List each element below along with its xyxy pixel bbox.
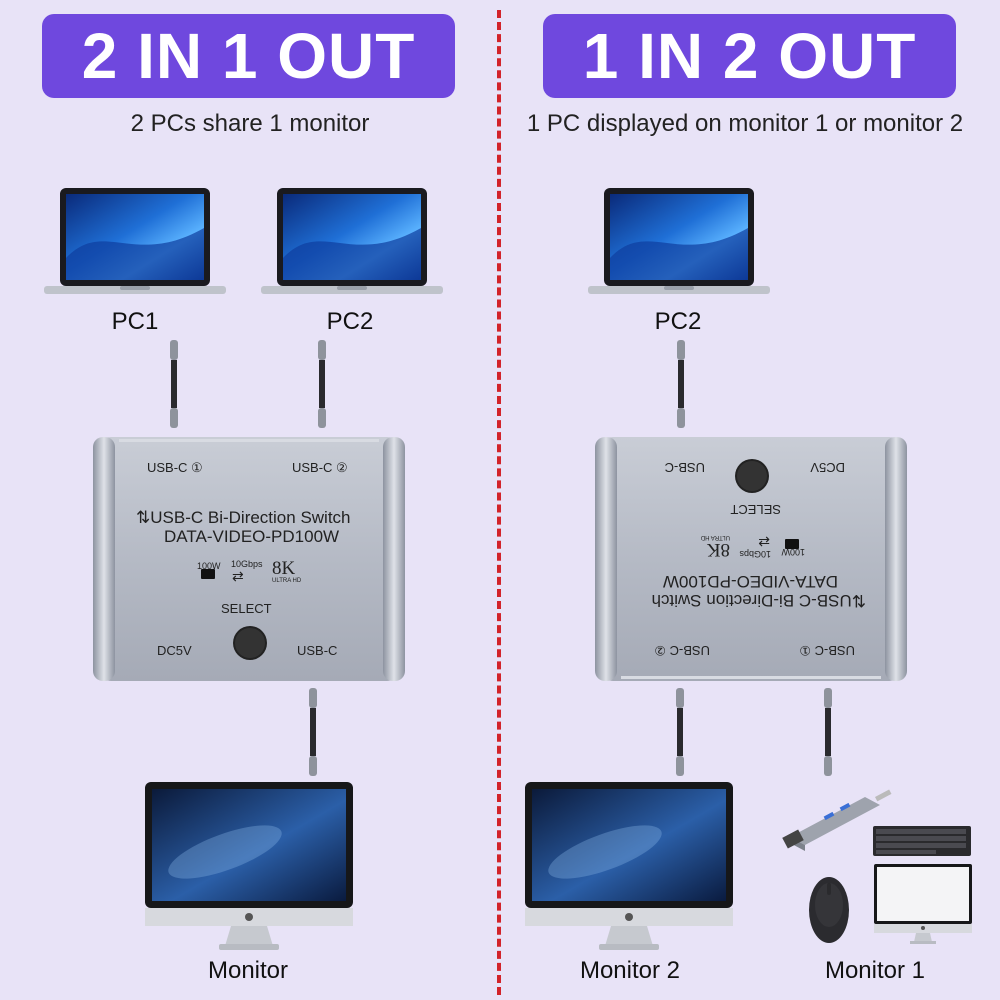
right-switch-arrows-icon: ⇄: [758, 533, 770, 550]
right-switch-port2: USB-C ②: [654, 642, 710, 658]
left-switch-title-line1: ⇅USB-C Bi-Direction Switch: [136, 508, 351, 528]
right-banner: 1 IN 2 OUT: [543, 14, 956, 98]
left-switch-dc5v-port: DC5V: [157, 643, 192, 658]
right-subtitle: 1 PC displayed on monitor 1 or monitor 2: [505, 110, 985, 138]
usb-c-cable-icon: [314, 340, 330, 428]
laptop-pc2-icon: [261, 188, 443, 296]
laptop-pc2-icon: [588, 188, 770, 296]
select-button[interactable]: [733, 457, 771, 495]
left-switch-title-line2: DATA-VIDEO-PD100W: [164, 527, 339, 547]
left-switch-res-badge: 8K: [272, 558, 295, 580]
left-subtitle: 2 PCs share 1 monitor: [40, 110, 460, 138]
monitor1-label: Monitor 1: [805, 957, 945, 985]
usb-c-cable-icon: [820, 688, 836, 776]
pc1-label: PC1: [85, 308, 185, 336]
right-pc-label: PC2: [628, 308, 728, 336]
right-switch-title-line2: DATA-VIDEO-PD100W: [663, 571, 838, 591]
right-switch-title-line1: ⇅USB-C Bi-Direction Switch: [651, 590, 866, 610]
left-switch-arrows-icon: ⇄: [232, 568, 244, 585]
left-banner: 2 IN 1 OUT: [42, 14, 455, 98]
right-switch-in-port: USB-C: [665, 460, 705, 475]
right-switch-port1: USB-C ①: [799, 642, 855, 658]
laptop-pc1-icon: [44, 188, 226, 296]
right-switch-speed-badge: 10Gbps: [739, 549, 771, 559]
left-switch-select-label: SELECT: [221, 601, 272, 616]
usb-c-cable-icon: [673, 340, 689, 428]
left-monitor-label: Monitor: [188, 957, 308, 985]
left-switch-power-badge: 100W: [197, 561, 221, 571]
imac-monitor-icon: [525, 782, 733, 952]
pc2-label: PC2: [300, 308, 400, 336]
keyboard-icon: [873, 826, 971, 858]
monitor2-label: Monitor 2: [560, 957, 700, 985]
imac-monitor-icon: [145, 782, 353, 952]
right-switch-dc5v-port: DC5V: [810, 460, 845, 475]
usb-c-cable-icon: [166, 340, 182, 428]
left-switch-res-sub: ULTRA HD: [272, 578, 301, 584]
left-switch-out-port: USB-C: [297, 643, 337, 658]
right-switch-res-sub: ULTRA HD: [701, 534, 730, 540]
right-switch-res-badge: 8K: [707, 538, 730, 560]
usb-c-cable-icon: [305, 688, 321, 776]
small-monitor-icon: [874, 864, 972, 946]
right-switch-select-label: SELECT: [730, 502, 781, 517]
mouse-icon: [807, 875, 851, 945]
select-button[interactable]: [231, 624, 269, 662]
left-switch-port1: USB-C ①: [147, 460, 203, 476]
right-switch-power-badge: 100W: [781, 547, 805, 557]
center-divider: [497, 10, 501, 995]
usb-c-cable-icon: [672, 688, 688, 776]
left-switch-port2: USB-C ②: [292, 460, 348, 476]
